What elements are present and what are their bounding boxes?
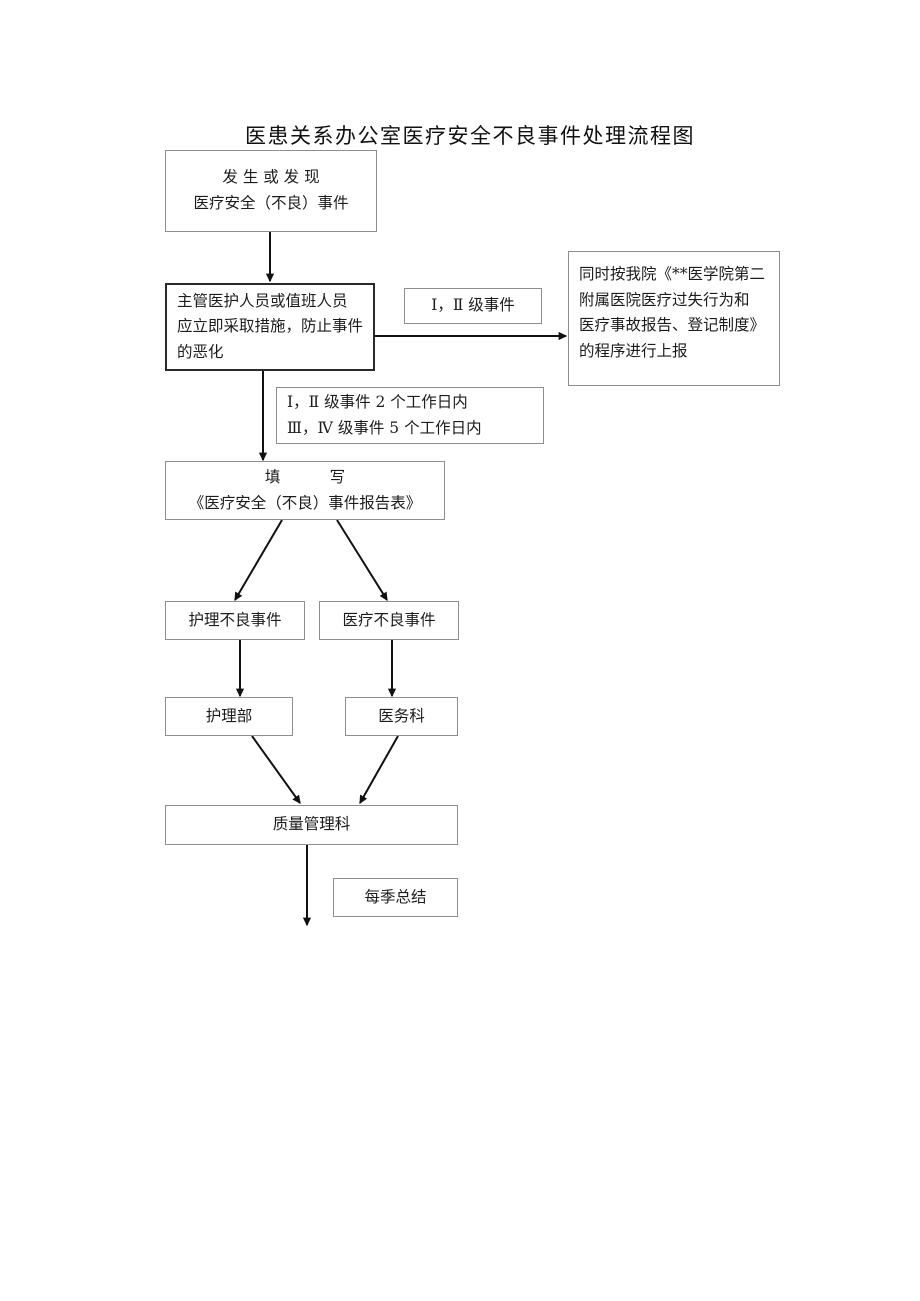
node-quarterly-summary[interactable]: 每季总结 bbox=[333, 878, 458, 917]
node-medical-affairs[interactable]: 医务科 bbox=[345, 697, 458, 736]
node-report-system-line-2: 附属医院医疗过失行为和 bbox=[579, 290, 750, 309]
arrow-fill-form-to-nursing-event bbox=[234, 519, 283, 602]
node-nursing-dept-line-1: 护理部 bbox=[205, 706, 253, 725]
node-medical-event-line-1: 医疗不良事件 bbox=[342, 610, 436, 629]
node-medical-event[interactable]: 医疗不良事件 bbox=[319, 601, 459, 640]
node-immediate-action-line-1: 主管医护人员或值班人员 bbox=[177, 291, 348, 310]
node-immediate-action-line-2: 应立即采取措施，防止事件 bbox=[177, 317, 364, 336]
node-report-system-line-4: 的程序进行上报 bbox=[579, 341, 688, 360]
node-report-system-line-3: 医疗事故报告、登记制度》 bbox=[579, 316, 766, 335]
node-level-label[interactable]: Ⅰ，Ⅱ 级事件 bbox=[404, 288, 542, 324]
node-report-system[interactable]: 同时按我院《**医学院第二 附属医院医疗过失行为和 医疗事故报告、登记制度》 的… bbox=[568, 251, 780, 386]
node-quarterly-summary-line-1: 每季总结 bbox=[364, 887, 427, 906]
node-fill-form[interactable]: 填 写 《医疗安全（不良）事件报告表》 bbox=[165, 461, 445, 520]
node-deadline-line-1: Ⅰ，Ⅱ 级事件 2 个工作日内 bbox=[287, 392, 468, 411]
node-occurrence[interactable]: 发 生 或 发 现 医疗安全（不良）事件 bbox=[165, 150, 377, 232]
node-immediate-action-line-3: 的恶化 bbox=[177, 342, 224, 361]
page-title: 医患关系办公室医疗安全不良事件处理流程图 bbox=[245, 124, 695, 148]
node-quality-dept[interactable]: 质量管理科 bbox=[165, 805, 458, 845]
node-deadline[interactable]: Ⅰ，Ⅱ 级事件 2 个工作日内 Ⅲ，Ⅳ 级事件 5 个工作日内 bbox=[276, 387, 544, 444]
node-nursing-event[interactable]: 护理不良事件 bbox=[165, 601, 305, 640]
arrow-medical-affairs-to-quality-dept bbox=[359, 735, 399, 805]
node-occurrence-line-1: 发 生 或 发 现 bbox=[222, 168, 320, 187]
arrow-nursing-dept-to-quality-dept bbox=[251, 735, 301, 804]
node-deadline-line-2: Ⅲ，Ⅳ 级事件 5 个工作日内 bbox=[287, 418, 482, 437]
node-level-label-line-1: Ⅰ，Ⅱ 级事件 bbox=[431, 296, 515, 315]
node-medical-affairs-line-1: 医务科 bbox=[378, 706, 425, 725]
node-nursing-event-line-1: 护理不良事件 bbox=[188, 610, 282, 629]
node-report-system-line-1: 同时按我院《**医学院第二 bbox=[579, 265, 766, 283]
node-fill-form-line-2: 《医疗安全（不良）事件报告表》 bbox=[188, 493, 422, 512]
node-occurrence-line-2: 医疗安全（不良）事件 bbox=[193, 194, 349, 212]
node-immediate-action[interactable]: 主管医护人员或值班人员 应立即采取措施，防止事件 的恶化 bbox=[165, 283, 375, 371]
node-nursing-dept[interactable]: 护理部 bbox=[165, 697, 293, 736]
node-quality-dept-line-1: 质量管理科 bbox=[272, 815, 351, 834]
node-fill-form-line-1: 填 写 bbox=[264, 467, 346, 486]
arrow-fill-form-to-medical-event bbox=[336, 519, 388, 602]
